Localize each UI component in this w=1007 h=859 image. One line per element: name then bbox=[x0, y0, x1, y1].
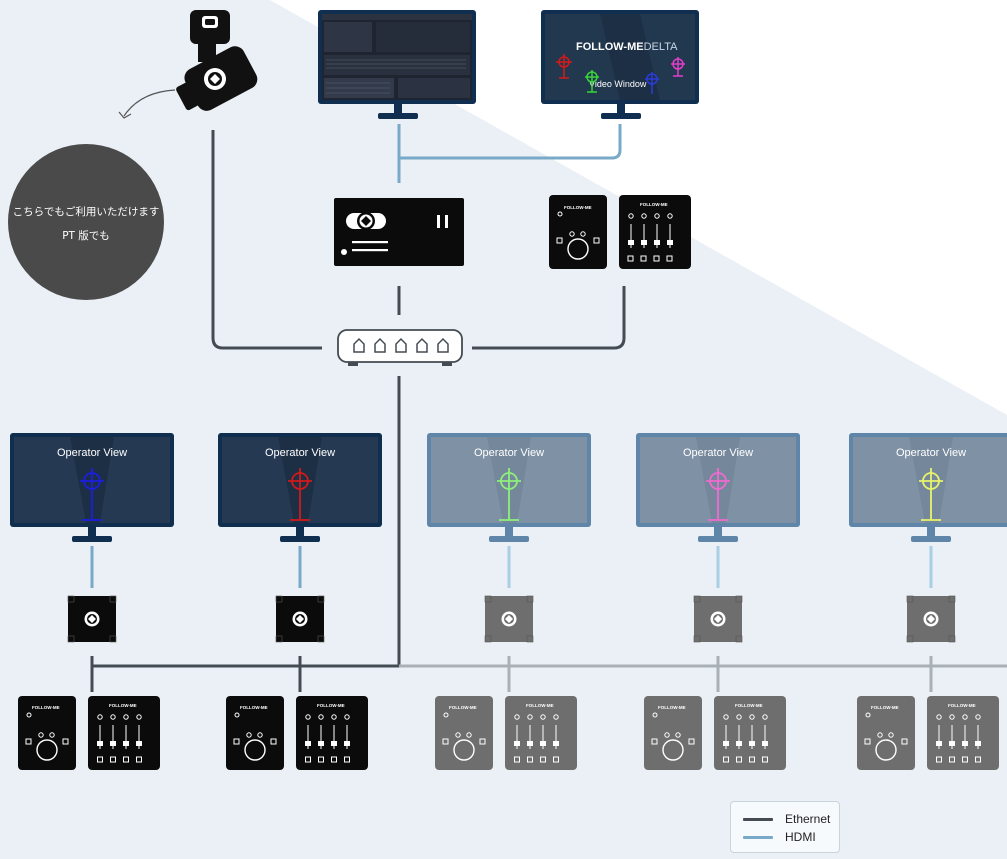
svg-text:FOLLOW-ME: FOLLOW-ME bbox=[449, 705, 477, 710]
control-panel-faders: FOLLOW-ME bbox=[714, 696, 786, 770]
operator-monitor: Operator View bbox=[10, 433, 174, 542]
control-panel-joystick: FOLLOW-ME bbox=[644, 696, 702, 770]
svg-text:FOLLOW-ME: FOLLOW-ME bbox=[640, 202, 668, 207]
target-red-icon bbox=[556, 54, 572, 79]
target-blue-icon bbox=[645, 72, 659, 94]
hdmi-line-top-monitors bbox=[397, 124, 622, 160]
control-panel-faders: FOLLOW-ME bbox=[88, 696, 160, 770]
svg-text:FOLLOW-ME: FOLLOW-ME bbox=[109, 703, 137, 708]
control-panel-faders: FOLLOW-ME bbox=[927, 696, 999, 770]
ethernet-swatch bbox=[743, 817, 773, 821]
svg-text:FOLLOW-ME: FOLLOW-ME bbox=[317, 703, 345, 708]
ptz-camera bbox=[176, 10, 258, 111]
operator-view-label: Operator View bbox=[683, 447, 753, 459]
control-panel-joystick: FOLLOW-ME bbox=[435, 696, 493, 770]
svg-text:FOLLOW-ME: FOLLOW-ME bbox=[871, 705, 899, 710]
ethernet-line-camera bbox=[211, 130, 322, 350]
control-panel-faders: FOLLOW-ME bbox=[505, 696, 577, 770]
converter-box bbox=[275, 595, 325, 643]
converter-box bbox=[693, 595, 743, 643]
video-window-caption: Video Window bbox=[589, 79, 647, 89]
ethernet-port-icons bbox=[353, 337, 449, 353]
svg-text:FOLLOW-ME: FOLLOW-ME bbox=[240, 705, 268, 710]
video-window-monitor: FOLLOW-MEDELTA Video Window bbox=[541, 10, 699, 119]
converter-box bbox=[906, 595, 956, 643]
note-text-line2: PT 版でも bbox=[62, 230, 110, 242]
crosshair-target-icon bbox=[80, 468, 104, 521]
converter-box bbox=[67, 595, 117, 643]
converter-box bbox=[484, 595, 534, 643]
svg-text:FOLLOW-ME: FOLLOW-ME bbox=[658, 705, 686, 710]
svg-text:FOLLOW-ME: FOLLOW-ME bbox=[948, 703, 976, 708]
media-server bbox=[334, 198, 464, 266]
svg-text:FOLLOW-ME: FOLLOW-ME bbox=[526, 703, 554, 708]
video-window-brand: FOLLOW-MEDELTA bbox=[576, 41, 678, 53]
software-monitor bbox=[318, 10, 476, 119]
target-green-icon bbox=[585, 70, 599, 93]
hdmi-swatch bbox=[743, 835, 773, 839]
operator-view-label: Operator View bbox=[474, 447, 544, 459]
legend: Ethernet HDMI bbox=[730, 801, 840, 853]
network-switch bbox=[337, 329, 463, 366]
crosshair-target-icon bbox=[497, 468, 521, 521]
operator-monitor: Operator View bbox=[849, 433, 1007, 542]
legend-label-ethernet: Ethernet bbox=[785, 812, 831, 826]
operator-monitor: Operator View bbox=[636, 433, 800, 542]
svg-text:FOLLOW-ME: FOLLOW-ME bbox=[564, 205, 592, 210]
crosshair-target-icon bbox=[706, 468, 730, 521]
top-control-panel-joystick: FOLLOW-ME bbox=[549, 195, 607, 269]
legend-item-ethernet: Ethernet bbox=[743, 811, 830, 827]
crosshair-target-icon bbox=[919, 468, 943, 521]
legend-label-hdmi: HDMI bbox=[785, 830, 816, 844]
ethernet-drops bbox=[90, 656, 933, 692]
svg-text:FOLLOW-ME: FOLLOW-ME bbox=[735, 703, 763, 708]
operator-view-label: Operator View bbox=[896, 447, 966, 459]
legend-item-hdmi: HDMI bbox=[743, 829, 816, 845]
crosshair-target-icon bbox=[288, 468, 312, 521]
curved-arrow bbox=[118, 89, 176, 119]
top-control-panel-faders: FOLLOW-ME bbox=[619, 195, 691, 269]
control-panel-joystick: FOLLOW-ME bbox=[857, 696, 915, 770]
svg-text:FOLLOW-ME: FOLLOW-ME bbox=[32, 705, 60, 710]
control-panel-faders: FOLLOW-ME bbox=[296, 696, 368, 770]
ethernet-line-top-panels bbox=[472, 286, 626, 350]
operator-view-label: Operator View bbox=[57, 447, 127, 459]
target-magenta-icon bbox=[671, 57, 685, 77]
control-panel-joystick: FOLLOW-ME bbox=[18, 696, 76, 770]
operator-monitor: Operator View bbox=[427, 433, 591, 542]
note-circle: こちらでもご利用いただけます PT 版でも bbox=[8, 144, 164, 300]
operator-view-label: Operator View bbox=[265, 447, 335, 459]
control-panel-joystick: FOLLOW-ME bbox=[226, 696, 284, 770]
note-text-line1: こちらでもご利用いただけます bbox=[12, 206, 160, 218]
operator-monitor: Operator View bbox=[218, 433, 382, 542]
hdmi-drops bbox=[90, 546, 933, 588]
